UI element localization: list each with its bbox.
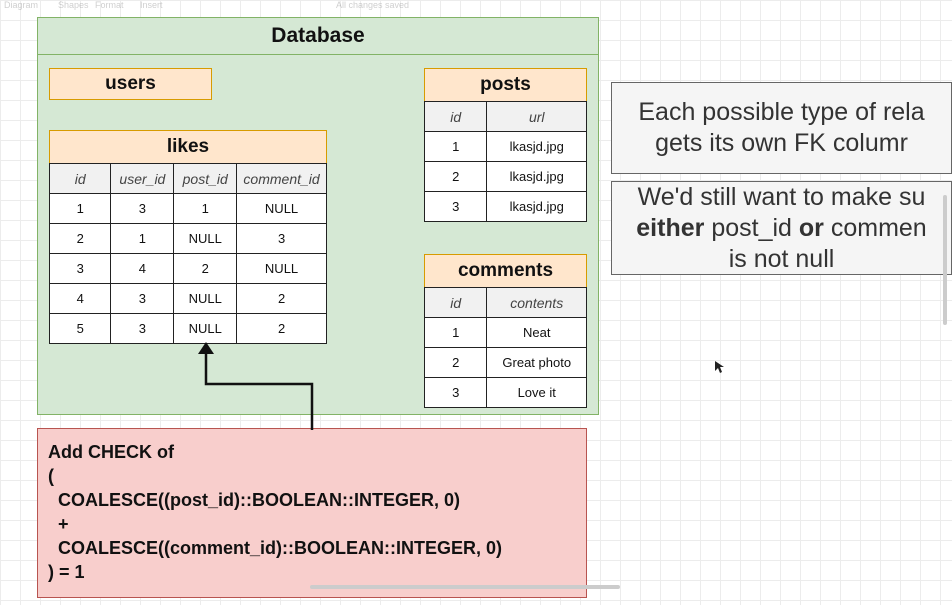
table-row: 3 lkasjd.jpg (423, 191, 587, 222)
note-line: gets its own FK columr (655, 129, 908, 157)
table-cell: 5 (48, 313, 112, 344)
table-row: 3 Love it (423, 377, 587, 408)
users-table-title: users (105, 73, 156, 94)
table-cell: NULL (236, 193, 327, 224)
posts-table-header-row: id url (423, 101, 587, 132)
table-cell: 3 (236, 223, 327, 254)
likes-col-comment-id: comment_id (236, 163, 327, 194)
comments-table-header-row: id contents (423, 287, 587, 318)
table-cell: 2 (423, 161, 488, 192)
comments-table[interactable]: id contents 1 Neat 2 Great photo 3 Love … (423, 287, 587, 408)
users-table-header[interactable]: users (49, 68, 212, 100)
note-line: Each possible type of rela (638, 98, 925, 126)
save-status: All changes saved (336, 0, 410, 10)
table-cell: 1 (423, 131, 488, 162)
check-line: ( (48, 466, 54, 486)
table-cell: NULL (173, 313, 238, 344)
page-tabs-bar[interactable] (0, 574, 952, 592)
posts-col-url: url (486, 101, 587, 132)
table-cell: NULL (173, 283, 238, 314)
posts-table[interactable]: id url 1 lkasjd.jpg 2 lkasjd.jpg 3 lkasj… (423, 101, 587, 222)
posts-table-title: posts (480, 74, 531, 95)
table-cell: Love it (486, 377, 587, 408)
table-cell: 4 (48, 283, 112, 314)
toolbar-item-format[interactable]: Format (95, 0, 124, 10)
likes-table-header[interactable]: likes (49, 130, 327, 164)
posts-table-header[interactable]: posts (424, 68, 587, 102)
comments-table-header[interactable]: comments (424, 254, 587, 288)
table-cell: 2 (48, 223, 112, 254)
likes-table[interactable]: id user_id post_id comment_id 1 3 1 NULL… (48, 163, 327, 344)
table-cell: 2 (236, 313, 327, 344)
note-line: We'd still want to make su (637, 183, 926, 211)
check-constraint-box[interactable]: Add CHECK of ( COALESCE((post_id)::BOOLE… (37, 428, 587, 598)
table-row: 2 Great photo (423, 347, 587, 378)
table-row: 4 3 NULL 2 (48, 283, 327, 314)
table-cell: lkasjd.jpg (486, 161, 587, 192)
table-row: 2 1 NULL 3 (48, 223, 327, 254)
connector-arrow[interactable] (195, 340, 320, 432)
table-cell: 3 (48, 253, 112, 284)
table-cell: NULL (236, 253, 327, 284)
table-row: 2 lkasjd.jpg (423, 161, 587, 192)
table-cell: 2 (423, 347, 488, 378)
table-cell: lkasjd.jpg (486, 191, 587, 222)
table-cell: 1 (173, 193, 238, 224)
likes-col-user-id: user_id (110, 163, 175, 194)
comments-col-id: id (423, 287, 488, 318)
note-bold-text: or (798, 214, 824, 242)
table-cell: 3 (110, 313, 175, 344)
toolbar-item-insert[interactable]: Insert (140, 0, 163, 10)
table-cell: Neat (486, 317, 587, 348)
table-row: 1 lkasjd.jpg (423, 131, 587, 162)
database-title: Database (38, 18, 598, 55)
comments-col-contents: contents (486, 287, 587, 318)
check-line: + (48, 514, 69, 534)
table-cell: 4 (110, 253, 175, 284)
table-cell: 2 (236, 283, 327, 314)
arrowhead-icon (198, 342, 214, 354)
likes-table-title: likes (166, 136, 210, 157)
table-cell: 1 (110, 223, 175, 254)
note-check-not-null[interactable]: We'd still want to make su either post_i… (611, 181, 952, 275)
toolbar-item-shapes[interactable]: Shapes (58, 0, 89, 10)
check-line: COALESCE((comment_id)::BOOLEAN::INTEGER,… (48, 538, 503, 558)
check-line: ) = 1 (48, 562, 85, 582)
table-cell: 3 (110, 193, 175, 224)
vertical-scrollbar[interactable] (943, 195, 947, 325)
table-cell: NULL (173, 223, 238, 254)
toolbar: Diagram Shapes Format Insert All changes… (0, 0, 952, 12)
table-cell: 3 (110, 283, 175, 314)
table-row: 3 4 2 NULL (48, 253, 327, 284)
mouse-cursor-icon (715, 361, 724, 373)
note-bold-text: either (636, 214, 705, 242)
likes-table-header-row: id user_id post_id comment_id (48, 163, 327, 194)
table-cell: Great photo (486, 347, 587, 378)
table-cell: 1 (423, 317, 488, 348)
note-fk-columns[interactable]: Each possible type of rela gets its own … (611, 82, 952, 174)
note-text: post_id (704, 214, 799, 242)
likes-col-id: id (48, 163, 112, 194)
table-cell: 1 (48, 193, 112, 224)
check-line: Add CHECK of (48, 442, 174, 462)
note-line: is not null (728, 245, 835, 273)
check-line: COALESCE((post_id)::BOOLEAN::INTEGER, 0) (48, 490, 460, 510)
table-cell: 2 (173, 253, 238, 284)
toolbar-item-diagram[interactable]: Diagram (4, 0, 39, 10)
table-cell: 3 (423, 191, 488, 222)
table-cell: 3 (423, 377, 488, 408)
table-row: 1 Neat (423, 317, 587, 348)
horizontal-scrollbar[interactable] (310, 585, 620, 589)
note-line: either post_id or commen (636, 214, 926, 242)
table-row: 1 3 1 NULL (48, 193, 327, 224)
comments-table-title: comments (457, 260, 554, 281)
table-row: 5 3 NULL 2 (48, 313, 327, 344)
note-text: commen (823, 214, 927, 242)
posts-col-id: id (423, 101, 488, 132)
table-cell: lkasjd.jpg (486, 131, 587, 162)
likes-col-post-id: post_id (173, 163, 238, 194)
